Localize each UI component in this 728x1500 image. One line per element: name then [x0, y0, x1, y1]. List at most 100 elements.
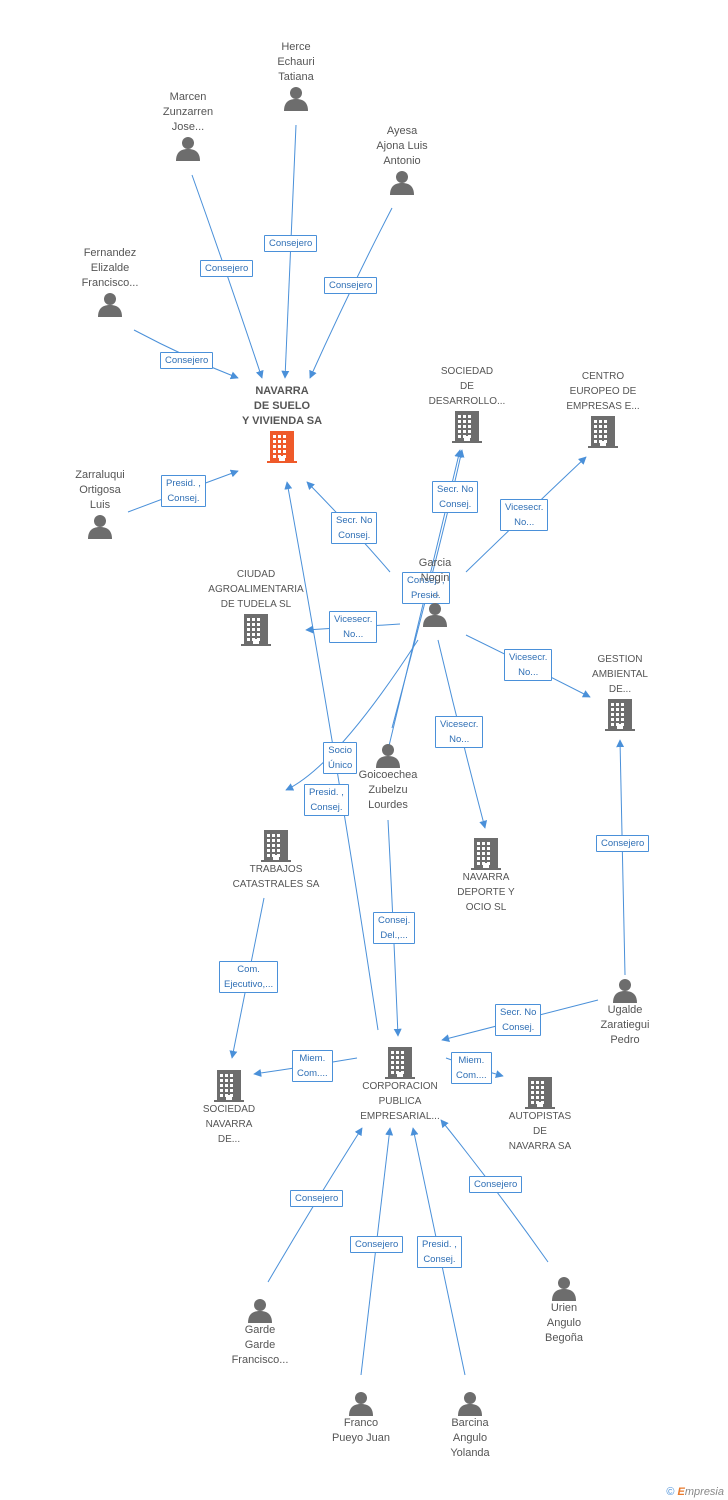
node-label-line: DESARROLLO... [428, 396, 506, 407]
node-label-line: Lourdes [368, 799, 408, 811]
person-icon [390, 171, 414, 195]
node-label-line: Pueyo Juan [331, 1432, 391, 1444]
node-label-line: DE... [217, 1134, 241, 1145]
building-icon [471, 838, 501, 870]
edge-label-line: Consejero [165, 355, 209, 366]
edge-label[interactable]: Presid. ,Consej. [417, 1236, 462, 1268]
edge-label-line: Com. [237, 964, 260, 975]
edge-label[interactable]: Consejero [596, 835, 650, 852]
empresia-logo[interactable]: Empresia [677, 1486, 724, 1498]
edge-label-line: Consejero [601, 838, 645, 849]
node-label-line: Garde [244, 1324, 276, 1336]
edge-label[interactable]: Presid. ,Consej. [161, 475, 206, 507]
node-label-line: Antonio [383, 155, 421, 167]
edge-label[interactable]: Consejero [200, 260, 254, 277]
edge-label[interactable]: Consej. ,Presid. [402, 572, 450, 604]
edge-label[interactable]: Vicesecr.No... [500, 499, 549, 531]
edge-label[interactable]: Com.Ejecutivo,... [219, 961, 279, 993]
person-icon [613, 979, 637, 1003]
edge-label[interactable]: Consejero [469, 1176, 523, 1193]
person-icon [98, 293, 122, 317]
edge-label[interactable]: Consej.Del.,... [373, 912, 416, 944]
node-label-line: NAVARRA [462, 872, 510, 883]
edge-label-line: Consej. [439, 499, 472, 510]
edge-label[interactable]: Consejero [290, 1190, 344, 1207]
node-label-line: Angulo [546, 1317, 582, 1329]
edge-label[interactable]: Consejero [350, 1236, 404, 1253]
edge-label-line: Presid. [410, 590, 441, 601]
node-label-line: Herce [281, 41, 311, 53]
node-label-line: Garde [244, 1339, 276, 1351]
edge-label[interactable]: Vicesecr.No... [504, 649, 553, 681]
node-label-line: Urien [550, 1302, 578, 1314]
edge-label[interactable]: Consejero [324, 277, 378, 294]
edge-label-line: Consejero [205, 263, 249, 274]
edge-label[interactable]: Consejero [160, 352, 214, 369]
edge-label-line: Consej. [502, 1022, 535, 1033]
node-label-line: Luis [89, 499, 111, 511]
edge-label-line: No... [514, 517, 535, 528]
building-icon [214, 1070, 244, 1102]
node-label-line: DE [460, 381, 474, 392]
edge-label[interactable]: Miem.Com.... [451, 1052, 492, 1084]
edge-label[interactable]: Vicesecr.No... [435, 716, 484, 748]
node-label-line: Goicoechea [358, 769, 418, 781]
edge-label[interactable]: Consejero [264, 235, 318, 252]
edge-label-line: Consejero [295, 1193, 339, 1204]
edge-label[interactable]: Vicesecr.No... [329, 611, 378, 643]
node-label-line: ... [430, 587, 440, 599]
edge-label-line: No... [518, 667, 539, 678]
edge-label[interactable]: Presid. ,Consej. [304, 784, 349, 816]
edge-label[interactable]: Miem.Com.... [292, 1050, 333, 1082]
